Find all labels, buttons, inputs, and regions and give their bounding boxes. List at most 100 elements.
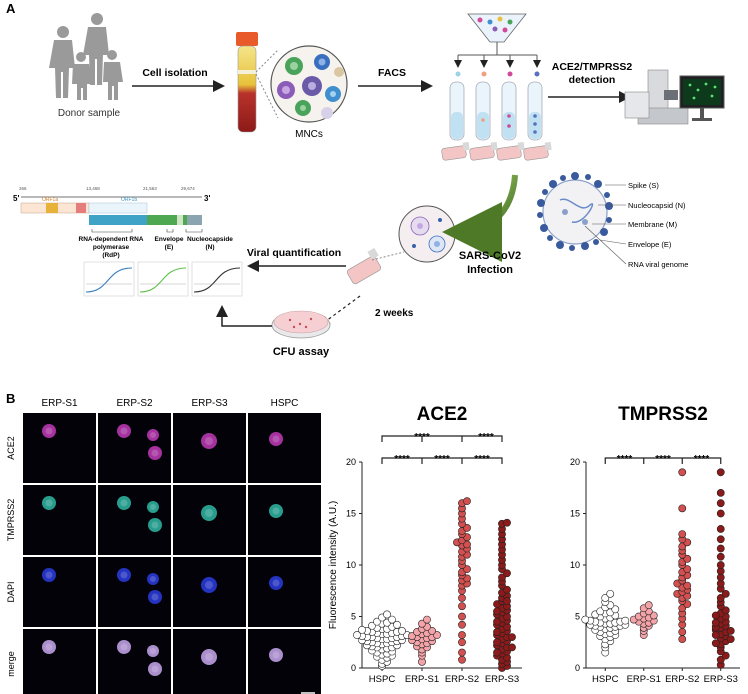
data-point (711, 639, 720, 648)
qpcr-curves (83, 261, 243, 297)
x-tick-label: HSPC (369, 674, 396, 685)
sorted-tubes-icon (449, 81, 543, 141)
data-point (388, 615, 396, 624)
cell-spot (147, 645, 159, 657)
micrograph-row-label: DAPI (6, 581, 16, 602)
micrograph-tile (98, 629, 171, 694)
data-point (458, 638, 466, 647)
petri-dish-icon (271, 310, 331, 339)
chart-title: ACE2 (417, 404, 468, 425)
virion-legend (584, 184, 627, 265)
significance-stars: **** (394, 454, 410, 465)
sars-cov2-virion-icon (537, 172, 613, 251)
data-point (498, 573, 506, 582)
x-tick-label: ERP-S1 (405, 674, 439, 685)
micrograph-tile (98, 413, 171, 483)
data-point (458, 648, 466, 657)
micrograph-tile (23, 557, 96, 627)
micrograph-column-header: HSPC (271, 398, 299, 409)
mncs-label: MNCs (295, 129, 323, 140)
data-point (596, 607, 605, 616)
svg-text:266: 266 (19, 186, 27, 191)
micrograph-tile (248, 557, 321, 627)
data-point (368, 621, 376, 630)
mnc-magnified-circle (270, 45, 348, 123)
micrograph-tile (98, 557, 171, 627)
two-weeks-arrow (320, 295, 361, 326)
significance-stars: **** (434, 454, 450, 465)
data-point (683, 554, 692, 563)
cell-spot (42, 424, 56, 438)
data-point (458, 612, 466, 621)
significance-bracket (604, 457, 722, 464)
y-tick-label: 0 (575, 663, 580, 673)
panel-a-schematic: A Donor sample Cell isolation MNCs FACS (6, 1, 725, 358)
data-point (678, 504, 687, 513)
facs-label: FACS (378, 67, 406, 79)
viral-genome-map: 5' 3' 266 13,468 21,563 29,674 ORF1a ORF… (13, 186, 233, 259)
data-point (508, 643, 516, 652)
data-point (503, 569, 511, 578)
donor-silhouettes-icon (49, 13, 123, 100)
data-point (493, 628, 501, 636)
y-axis-label: Fluorescence intensity (A.U.) (328, 501, 339, 629)
svg-text:(RdP): (RdP) (102, 252, 119, 259)
cfu-assay-label: CFU assay (273, 346, 330, 358)
svg-text:polymerase: polymerase (93, 244, 130, 251)
cell-spot (148, 446, 162, 460)
micrograph-row-label: merge (6, 651, 16, 677)
data-point (433, 631, 441, 639)
panel-a-letter: A (6, 1, 16, 16)
data-point (393, 620, 401, 629)
detection-label-line1: ACE2/TMPRSS2 (552, 61, 633, 73)
data-point (353, 631, 361, 639)
x-tick-label: ERP-S3 (485, 674, 519, 685)
cell-spot (42, 640, 56, 654)
micrograph-tile (23, 485, 96, 555)
data-point (463, 565, 471, 574)
cell-spot (147, 573, 159, 585)
data-point (678, 635, 687, 644)
viral-quantification-label: Viral quantification (247, 247, 341, 259)
svg-text:Nucleocapside: Nucleocapside (187, 236, 233, 243)
micrograph-row-label: TMPRSS2 (6, 499, 16, 542)
detection-label-line2: detection (569, 74, 616, 86)
infection-label-line1: SARS-CoV2 (459, 250, 521, 262)
cell-spot (117, 496, 131, 510)
micrograph-tile (248, 629, 321, 694)
data-point (493, 617, 501, 626)
cell-spot (147, 429, 159, 441)
infected-cells-circle (398, 205, 456, 263)
y-tick-label: 10 (346, 560, 356, 570)
svg-text:(E): (E) (165, 244, 174, 251)
data-point (683, 581, 692, 590)
micrograph-tile (23, 413, 96, 483)
y-tick-label: 5 (575, 612, 580, 622)
data-point (458, 655, 466, 664)
data-point (383, 610, 391, 619)
data-point (508, 633, 516, 641)
virion-label: Spike (S) (628, 181, 659, 190)
data-point (606, 589, 615, 598)
data-point (581, 615, 590, 624)
cell-spot (117, 568, 131, 582)
data-point (711, 611, 720, 620)
x-tick-label: ERP-S2 (445, 674, 479, 685)
virion-label: Envelope (E) (628, 240, 672, 249)
data-point (601, 594, 610, 602)
infection-label-line2: Infection (467, 264, 513, 276)
svg-text:21,563: 21,563 (143, 186, 157, 191)
micrograph-tile (248, 413, 321, 483)
y-tick-label: 15 (570, 509, 580, 519)
data-point (716, 489, 725, 497)
cell-spot (42, 568, 56, 582)
data-point (716, 525, 725, 533)
donor-sample-label: Donor sample (58, 108, 121, 119)
data-point (644, 601, 653, 610)
cell-spot (269, 432, 283, 446)
data-point (463, 497, 471, 506)
blood-tube-icon (236, 32, 258, 133)
cell-spot (201, 433, 217, 449)
data-point (716, 535, 725, 544)
